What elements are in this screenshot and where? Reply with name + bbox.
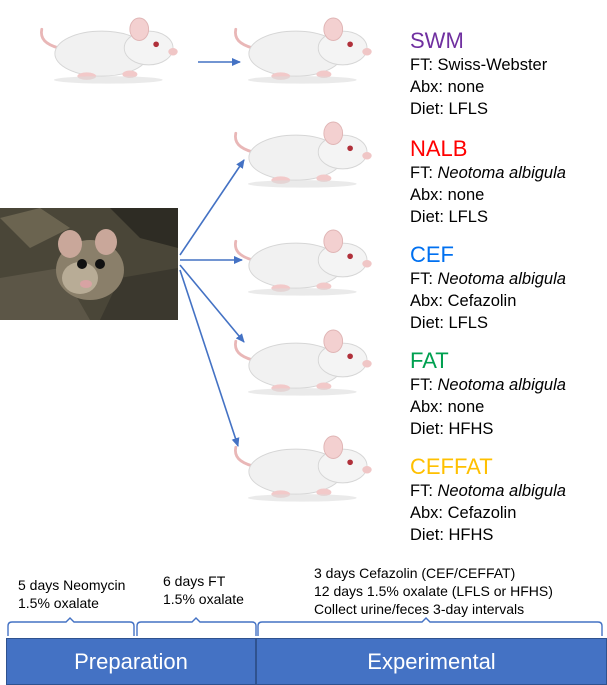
diet-line: Diet: HFHS	[410, 420, 494, 438]
group-title: FAT	[410, 348, 449, 373]
ft-line: FT: Neotoma albigula	[410, 374, 566, 396]
group-title: CEF	[410, 242, 454, 267]
ft-label: FT:	[410, 482, 433, 500]
group-swm: SWM FT: Swiss-Webster Abx: none Diet: LF…	[410, 28, 547, 120]
note-line: 5 days Neomycin	[18, 577, 126, 593]
abx-line: Abx: Cefazolin	[410, 504, 517, 522]
note-line: 12 days 1.5% oxalate (LFLS or HFHS)	[314, 583, 553, 599]
group-fat: FAT FT: Neotoma albigula Abx: none Diet:…	[410, 348, 566, 440]
ft-label: FT:	[410, 270, 433, 288]
timeline-brackets	[7, 617, 603, 636]
phase3-notes: 3 days Cefazolin (CEF/CEFFAT) 12 days 1.…	[314, 564, 553, 618]
note-line: 3 days Cefazolin (CEF/CEFFAT)	[314, 565, 516, 581]
note-line: 6 days FT	[163, 573, 226, 589]
group-nalb: NALB FT: Neotoma albigula Abx: none Diet…	[410, 136, 566, 228]
ft-line: FT: Neotoma albigula	[410, 162, 566, 184]
diet-line: Diet: HFHS	[410, 526, 494, 544]
ft-value: Neotoma albigula	[437, 376, 566, 394]
group-cef: CEF FT: Neotoma albigula Abx: Cefazolin …	[410, 242, 566, 334]
abx-line: Abx: none	[410, 78, 485, 96]
note-line: 1.5% oxalate	[18, 595, 99, 611]
ft-value: Neotoma albigula	[437, 482, 566, 500]
group-title: NALB	[410, 136, 468, 161]
ft-value: Neotoma albigula	[437, 164, 566, 182]
ft-value: Neotoma albigula	[437, 270, 566, 288]
experimental-bar: Experimental	[256, 638, 607, 685]
diet-line: Diet: LFLS	[410, 314, 488, 332]
woodrat-photo	[0, 208, 178, 320]
phase1-notes: 5 days Neomycin 1.5% oxalate	[18, 576, 125, 612]
ft-label: FT:	[410, 164, 433, 182]
arrow-to-fat	[179, 264, 245, 343]
abx-line: Abx: Cefazolin	[410, 292, 517, 310]
preparation-bar: Preparation	[6, 638, 256, 685]
ft-line: FT: Neotoma albigula	[410, 268, 566, 290]
group-ceffat: CEFFAT FT: Neotoma albigula Abx: Cefazol…	[410, 454, 566, 546]
diet-line: Diet: LFLS	[410, 208, 488, 226]
ft-value: Swiss-Webster	[437, 56, 548, 74]
group-title: SWM	[410, 28, 464, 53]
phase2-notes: 6 days FT 1.5% oxalate	[163, 572, 244, 608]
arrow-to-ceffat	[179, 269, 240, 447]
ft-label: FT:	[410, 376, 433, 394]
ft-line: FT: Neotoma albigula	[410, 480, 566, 502]
note-line: 1.5% oxalate	[163, 591, 244, 607]
ft-label: FT:	[410, 56, 433, 74]
note-line: Collect urine/feces 3-day intervals	[314, 601, 525, 617]
abx-line: Abx: none	[410, 398, 485, 416]
diet-line: Diet: LFLS	[410, 100, 488, 118]
abx-line: Abx: none	[410, 186, 485, 204]
ft-line: FT: Swiss-Webster	[410, 54, 547, 76]
arrow-to-nalb	[179, 159, 245, 256]
group-title: CEFFAT	[410, 454, 493, 479]
